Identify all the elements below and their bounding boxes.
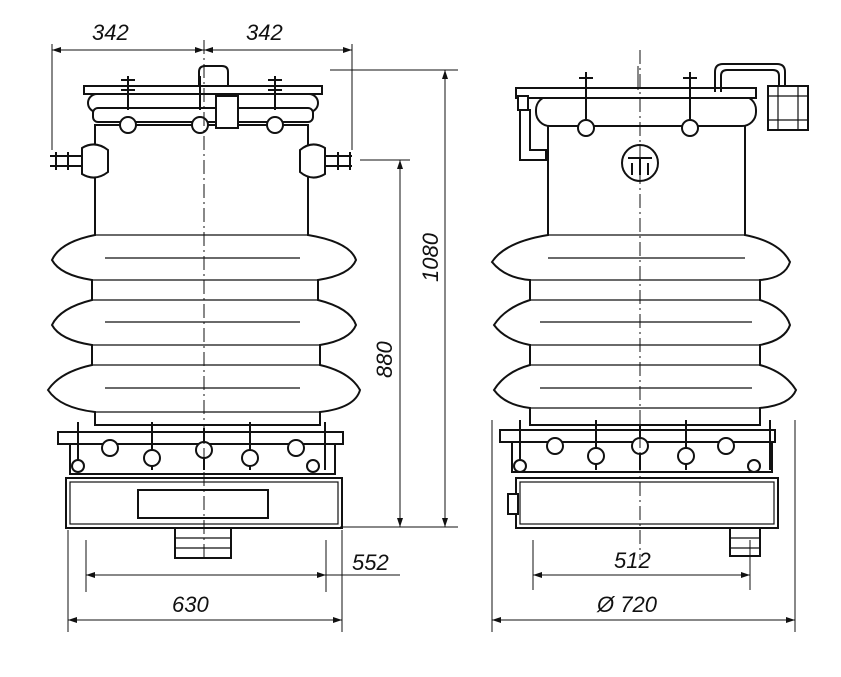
right-drain-valve <box>729 527 761 557</box>
right-top-bolts <box>577 66 699 137</box>
dim-342-right: 342 <box>246 20 283 45</box>
dim-512: 512 <box>614 548 651 573</box>
right-insulator-body <box>490 124 798 426</box>
left-side-terminal <box>50 143 109 179</box>
right-side-lever <box>517 95 547 161</box>
dim-1080: 1080 <box>418 232 443 282</box>
right-top-cap <box>535 95 757 127</box>
left-top-handle <box>198 65 229 86</box>
left-nameplate <box>137 489 269 519</box>
dim-630: 630 <box>172 592 209 617</box>
left-top-bolts <box>119 76 284 134</box>
dim-342-left: 342 <box>92 20 129 45</box>
left-top-plate <box>83 85 323 95</box>
right-base-box <box>515 477 779 529</box>
left-view <box>46 40 362 560</box>
right-top-handle <box>714 63 786 92</box>
right-side-terminal <box>299 143 352 179</box>
dim-diameter-720: Ø 720 <box>596 592 658 617</box>
right-terminal-box <box>767 85 809 131</box>
dim-552: 552 <box>352 550 389 575</box>
left-bottom-outlet <box>174 527 232 559</box>
right-view <box>490 50 809 560</box>
right-dimensions <box>491 420 796 632</box>
left-dimensions <box>51 44 458 632</box>
dim-880: 880 <box>372 341 397 378</box>
